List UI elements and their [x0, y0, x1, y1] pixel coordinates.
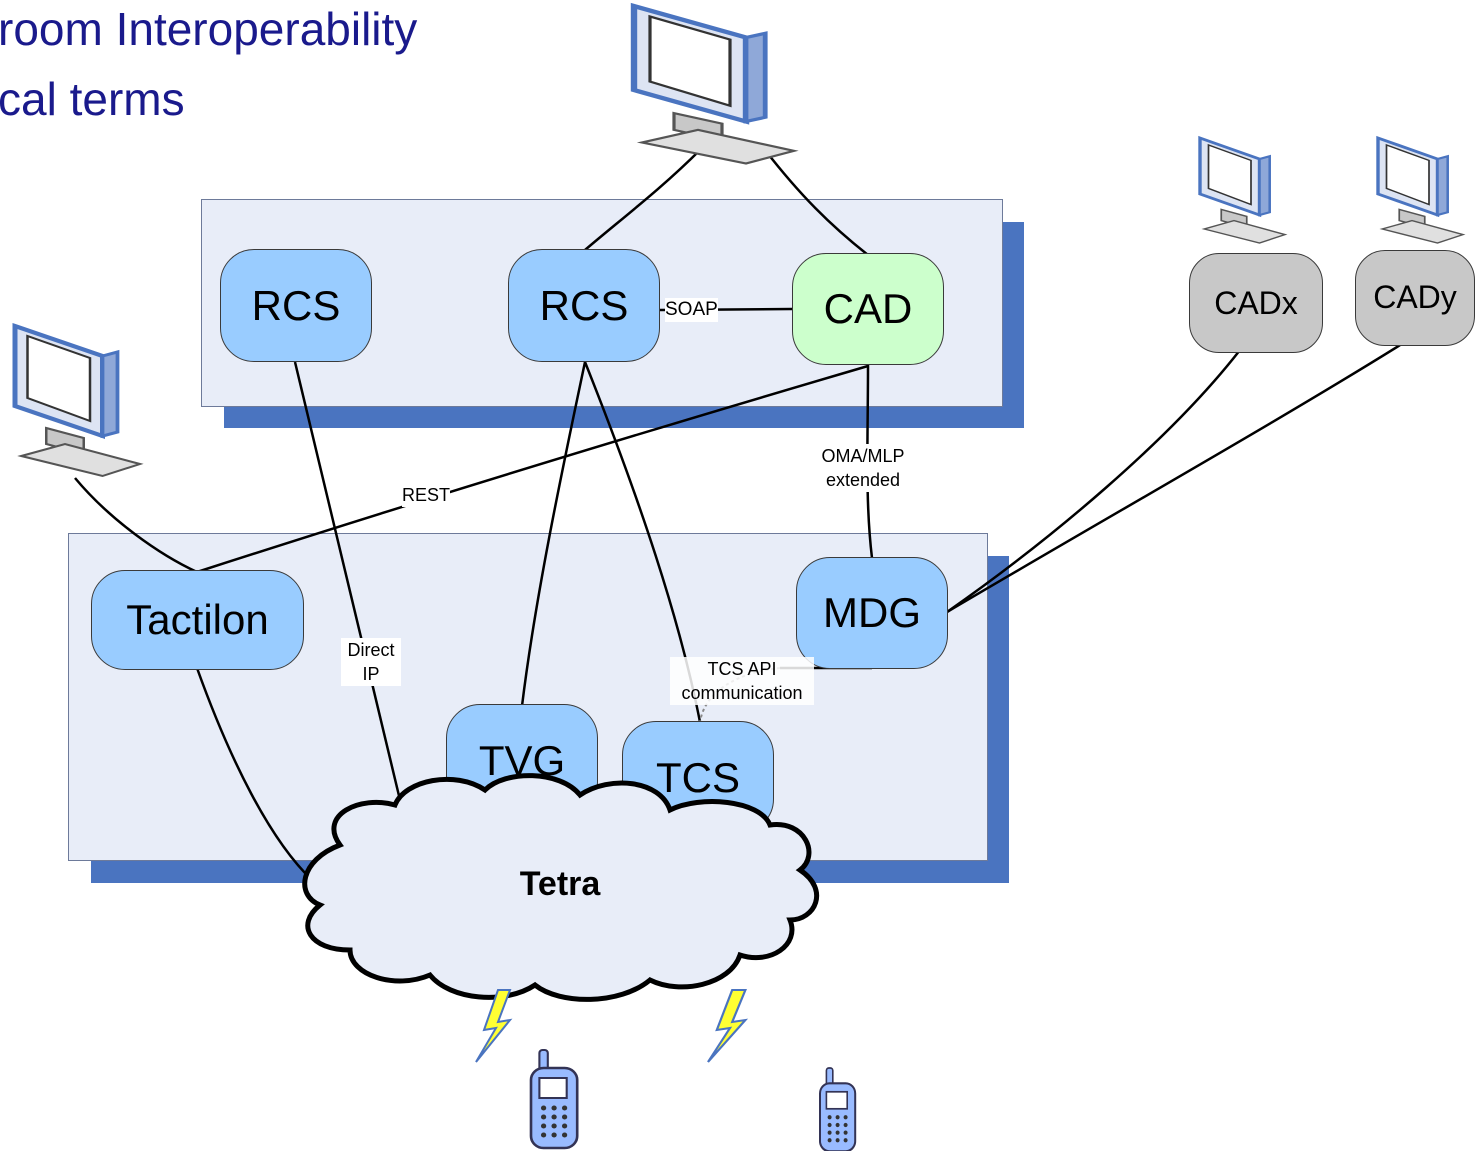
- cad-node: CAD: [792, 253, 944, 365]
- rest-link: [196, 364, 869, 574]
- monitor-rcs-link: [584, 149, 701, 251]
- mobile-phone-icon-right: [818, 1066, 857, 1151]
- oma-mlp-line1: OMA/MLP: [821, 446, 905, 466]
- tcs-api-label: TCS API communication: [670, 657, 814, 705]
- mdg-cady-link: [946, 340, 1406, 614]
- tcs-api-line2: communication: [681, 683, 803, 703]
- tactilon-node: Tactilon: [91, 570, 304, 670]
- oma-mlp-line2: extended: [825, 470, 901, 490]
- cady-node: CADy: [1355, 250, 1475, 346]
- mdg-node: MDG: [796, 557, 948, 669]
- direct-ip-line2: IP: [362, 664, 380, 684]
- mdg-node-label: MDG: [823, 589, 921, 636]
- tetra-label: Tetra: [519, 865, 601, 903]
- radio-signal-icon-right: [706, 988, 747, 1064]
- rcs-tvg-link: [520, 361, 587, 707]
- cadx-node: CADx: [1189, 253, 1323, 353]
- title-line-2: cal terms: [0, 73, 185, 125]
- monitor-cad-link: [764, 149, 869, 256]
- tactilon-node-label: Tactilon: [126, 596, 269, 643]
- cad-node-label: CAD: [823, 285, 913, 332]
- tcs-node-label: TCS: [656, 754, 740, 801]
- direct-ip-label: Direct IP: [341, 638, 401, 686]
- oma-mlp-label: OMA/MLP extended: [808, 444, 918, 492]
- rcs-node-left: RCS: [220, 249, 372, 362]
- cadx-node-label: CADx: [1214, 284, 1298, 321]
- direct-ip-line1: Direct: [347, 640, 395, 660]
- tactilon-tetra-link: [195, 667, 313, 881]
- title-line-1: room Interoperability: [0, 3, 418, 55]
- rest-label: REST: [402, 483, 451, 507]
- monitor-tactilon-link: [74, 477, 198, 574]
- rcs-node-center-label: RCS: [539, 281, 629, 329]
- rcs-node-left-label: RCS: [251, 281, 341, 329]
- radio-signal-icon-left: [475, 989, 511, 1063]
- mobile-phone-icon-left: [529, 1048, 579, 1150]
- mdg-cadx-link: [946, 349, 1241, 614]
- soap-label: SOAP: [665, 298, 718, 322]
- rcs-node-center: RCS: [508, 249, 660, 362]
- tcs-api-line1: TCS API: [707, 659, 777, 679]
- rcs-direct-ip-link: [293, 361, 402, 801]
- cady-node-label: CADy: [1373, 279, 1457, 315]
